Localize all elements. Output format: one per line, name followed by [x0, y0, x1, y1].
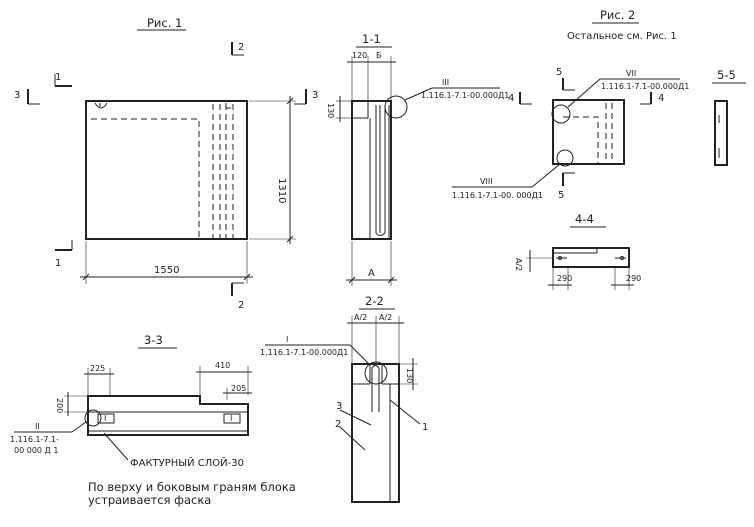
- section-5-5-title: 5-5: [717, 68, 736, 82]
- callout-3: 3: [336, 401, 342, 412]
- figure-2-title: Рис. 2: [600, 8, 635, 22]
- loop-icon: [371, 365, 380, 412]
- leader-line: [389, 399, 421, 425]
- node-number: I: [286, 335, 288, 344]
- dimension-130: 130: [326, 103, 335, 118]
- section-5-5: 5-5: [712, 68, 746, 166]
- figure-1: Рис. 1 1 1 2 2 3 3: [14, 16, 318, 311]
- section-4-4-title: 4-4: [575, 212, 594, 226]
- leader-line: [567, 78, 601, 108]
- cut-label: 3: [14, 90, 20, 101]
- section-3-3: 3-3 225 410 205 200 I I II 1.116.1-7.1-: [10, 333, 252, 469]
- cut-label: 5: [556, 67, 562, 78]
- cut-label: 4: [658, 93, 664, 104]
- section-1-1-title: 1-1: [362, 32, 381, 46]
- node-number: VIII: [480, 177, 493, 186]
- cut-label: 2: [238, 42, 244, 53]
- leader-line: [339, 426, 366, 451]
- note-line-2: устраивается фаска: [88, 493, 211, 507]
- hidden-edge: [563, 116, 599, 164]
- leader-line: [349, 344, 370, 365]
- detail-circle: [384, 95, 408, 119]
- cut-label: 2: [238, 300, 244, 311]
- dimension-a-half: А/2: [514, 258, 523, 271]
- node-number: VII: [626, 69, 636, 78]
- leader-line: [404, 87, 433, 101]
- node-reference: 00 000 Д 1: [14, 446, 58, 455]
- block-outline: [552, 99, 625, 165]
- detail-circle: [556, 149, 574, 167]
- section-outline: [351, 100, 392, 240]
- section-outline: [351, 363, 400, 503]
- hidden-edge: [91, 118, 200, 239]
- section-outline: [714, 100, 728, 166]
- figure-2: Рис. 2 Остальное см. Рис. 1 5 5 4 4 VII …: [452, 8, 689, 201]
- dimension-130: 130: [405, 368, 414, 383]
- dimension-width: 1550: [154, 265, 179, 276]
- node-reference: 1.116.1-7.1-00. 000Д1: [452, 191, 543, 200]
- dimension-b: Б: [376, 51, 382, 60]
- detail-circle: [84, 409, 102, 427]
- cut-label: 1: [55, 72, 61, 83]
- node-number: II: [35, 422, 40, 431]
- loop-icon: [225, 103, 231, 109]
- chamfer-note: По верху и боковым граням блока устраива…: [88, 480, 296, 507]
- section-outline: [552, 247, 630, 268]
- detail-circle: [551, 104, 571, 124]
- figure-1-title: Рис. 1: [147, 16, 182, 30]
- leader-line: [339, 409, 372, 426]
- block-outline: [85, 100, 248, 240]
- leader-line: [531, 163, 561, 188]
- pin-icon: [620, 256, 624, 260]
- dimension-tick: [348, 276, 356, 284]
- detail-circle: [364, 361, 388, 385]
- dimension-290-right: 290: [626, 274, 641, 283]
- dimension-tick: [286, 97, 294, 105]
- loop-icon: [375, 232, 386, 236]
- callout-1: 1: [422, 422, 428, 433]
- cut-label: 1: [55, 258, 61, 269]
- cut-label: 3: [312, 90, 318, 101]
- dimension-a-half: А/2: [379, 313, 392, 322]
- node-reference: 1.116.1-7.1-: [10, 435, 59, 444]
- leader-line: [103, 432, 129, 461]
- dimension-205: 205: [231, 384, 246, 393]
- section-2-2-title: 2-2: [365, 294, 384, 308]
- section-1-1: 1-1 120 Б 130 III 1.116.1-7.1-00.000Д1: [326, 32, 509, 286]
- embed-plate: [223, 413, 241, 424]
- dimension-tick: [82, 273, 90, 281]
- dimension-225: 225: [90, 364, 105, 373]
- callout-2: 2: [335, 419, 341, 430]
- node-reference: 1.116.1-7.1-00.000Д1: [260, 348, 348, 357]
- facing-layer-note: ФАКТУРНЫЙ СЛОЙ-30: [130, 456, 244, 469]
- dimension-tick: [387, 276, 395, 284]
- section-4-4: 4-4 А/2 290 290: [514, 212, 641, 290]
- cut-label: 4: [508, 93, 514, 104]
- dimension-height: 1310: [276, 178, 287, 203]
- cut-label: 5: [558, 190, 564, 201]
- node-number: III: [442, 78, 449, 87]
- dimension-290-left: 290: [557, 274, 572, 283]
- node-reference: 1.116.1-7.1-00.000Д1: [601, 82, 689, 91]
- embed-mark: I: [104, 414, 106, 423]
- section-outline: [87, 395, 249, 436]
- pin-icon: [558, 256, 562, 260]
- loop-icon: [94, 102, 108, 109]
- section-2-2: 2-2 А/2 А/2 130 I 1.116.1-7.1-00.000Д1 1…: [260, 294, 428, 503]
- embed-mark: I: [230, 414, 232, 423]
- embed-plate: [97, 413, 115, 424]
- dimension-a: А: [368, 268, 375, 279]
- note-line-1: По верху и боковым граням блока: [88, 480, 296, 494]
- dimension-120: 120: [352, 51, 367, 60]
- figure-2-subtitle: Остальное см. Рис. 1: [567, 31, 677, 42]
- leader-line: [71, 421, 87, 433]
- dimension-tick: [286, 235, 294, 243]
- dimension-tick: [243, 273, 251, 281]
- section-3-3-title: 3-3: [144, 333, 163, 347]
- dimension-410: 410: [215, 361, 230, 370]
- dimension-a-half: А/2: [354, 313, 367, 322]
- dimension-200: 200: [55, 398, 64, 413]
- node-reference: 1.116.1-7.1-00.000Д1: [421, 91, 509, 100]
